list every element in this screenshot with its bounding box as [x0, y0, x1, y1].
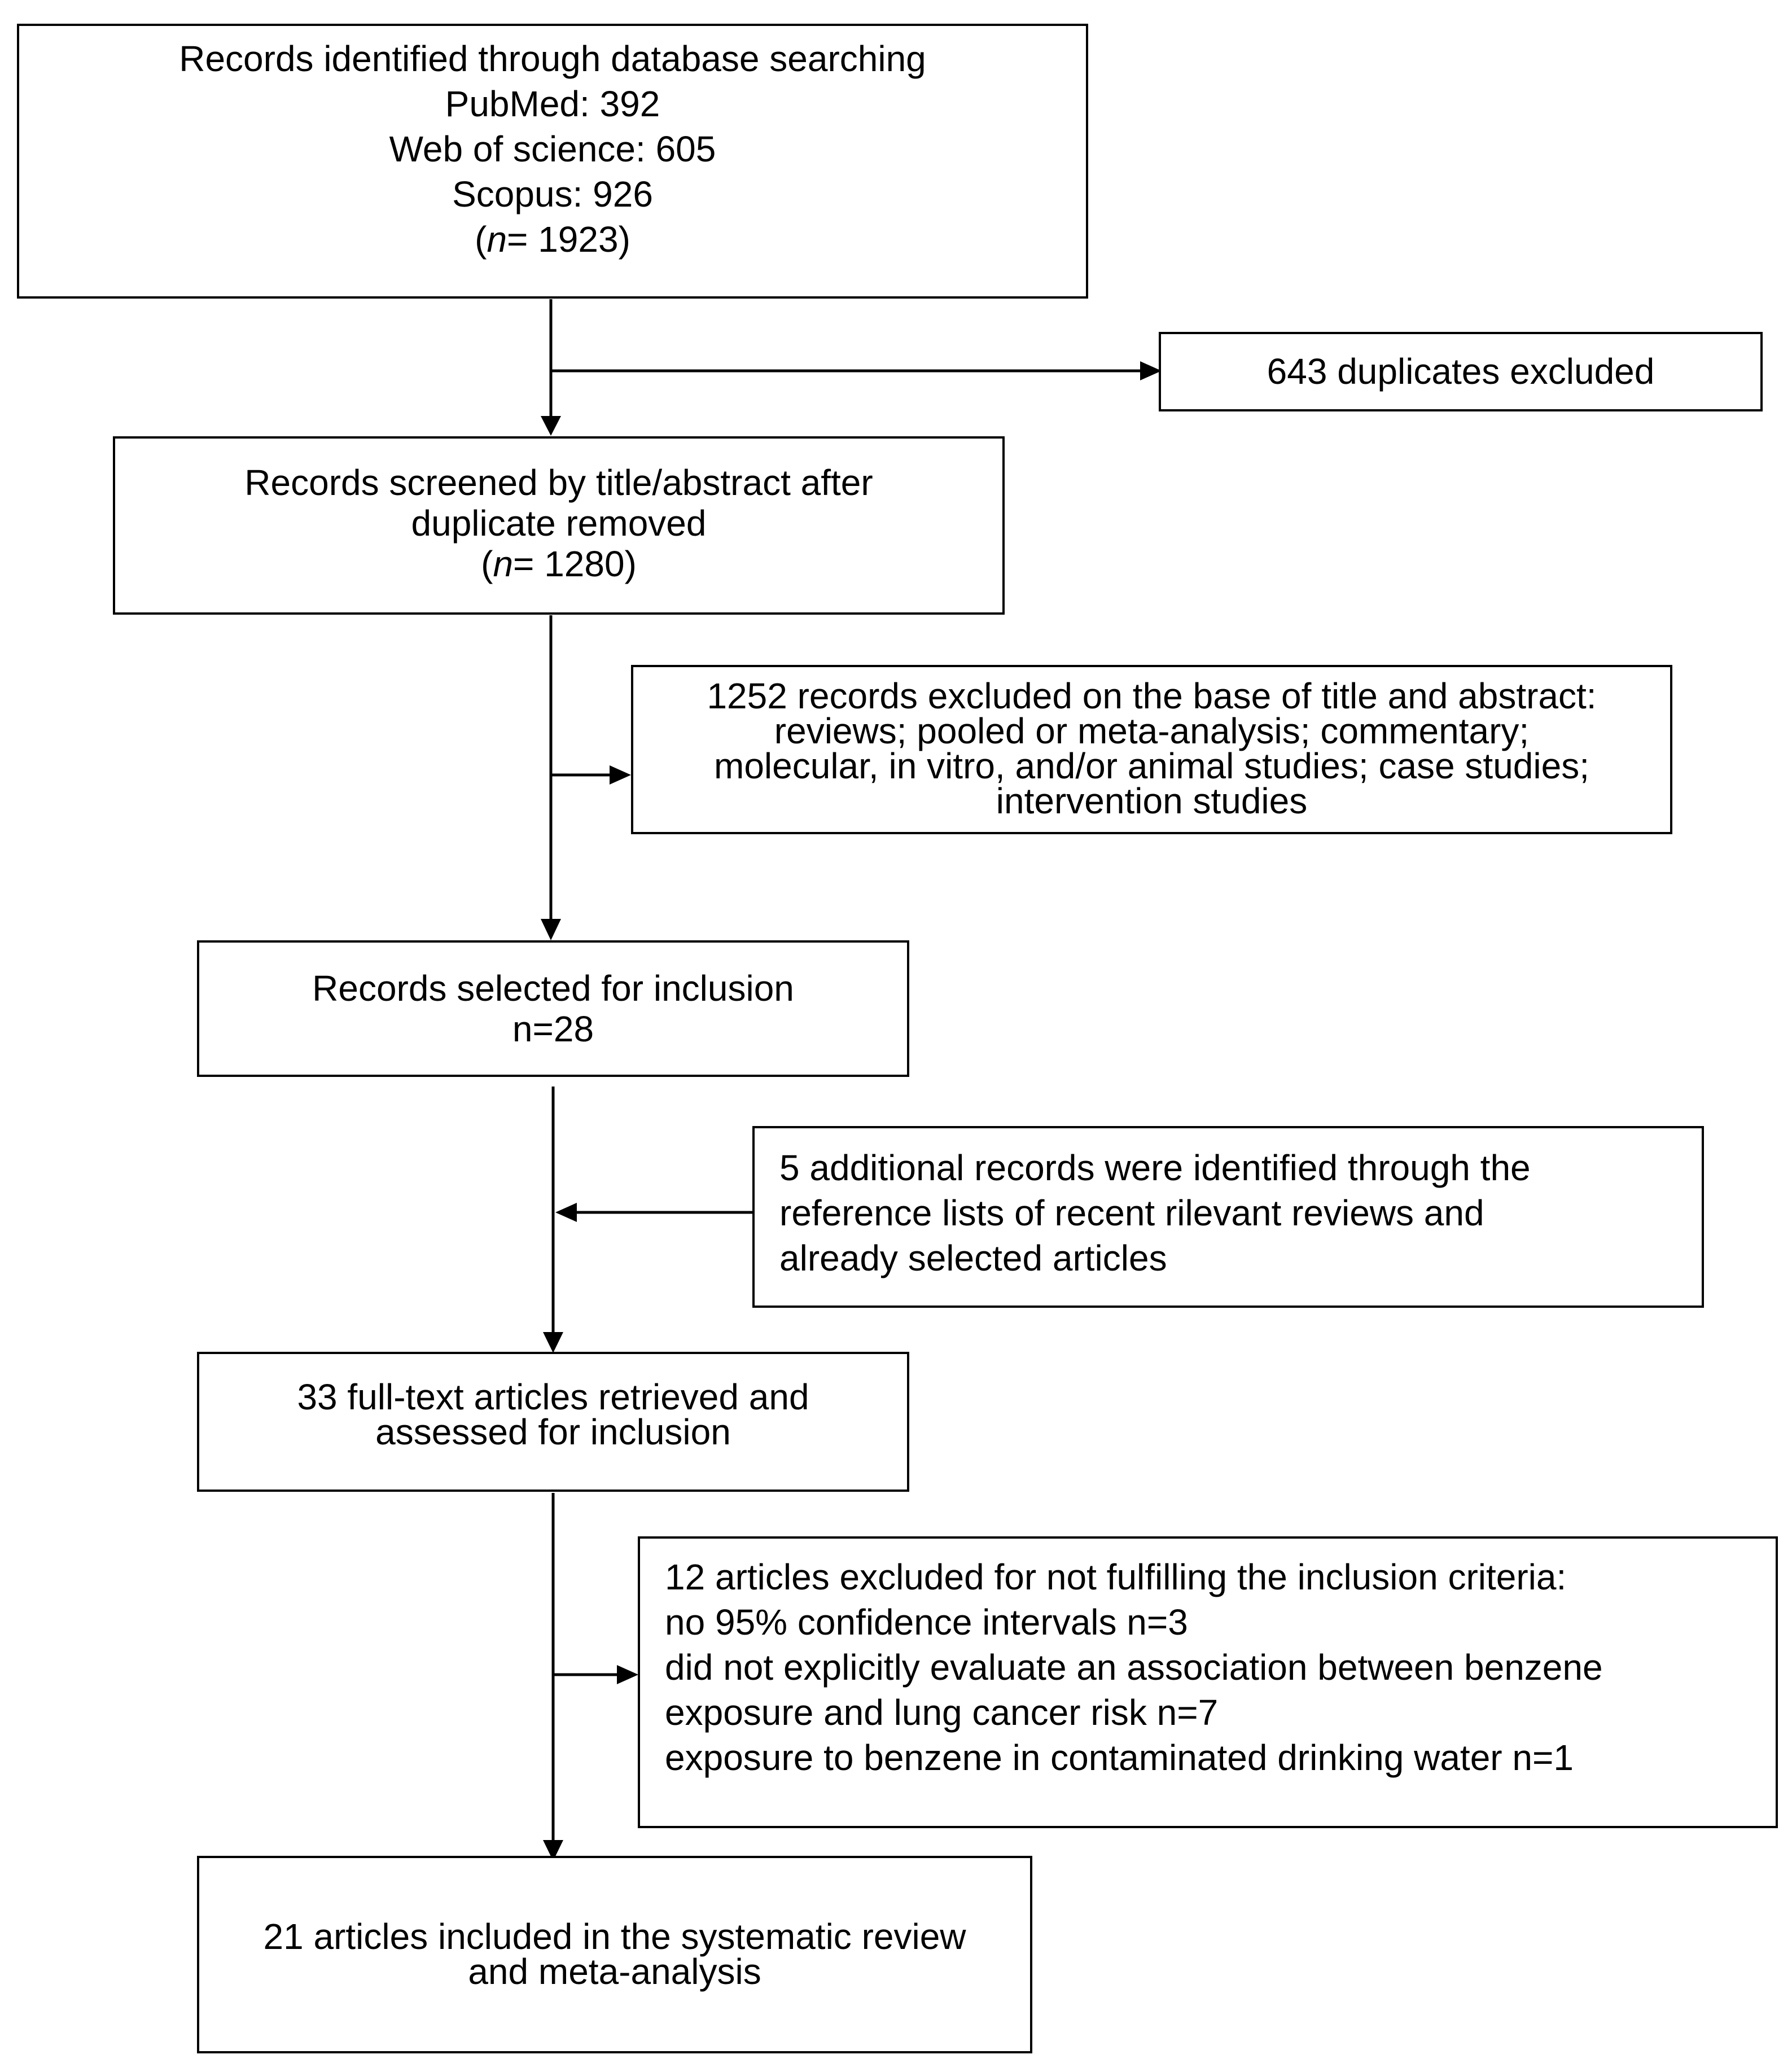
box-excluded-title-abstract: 1252 records excluded on the base of tit… — [631, 665, 1672, 834]
excluded-criteria-line-2: no 95% confidence intervals n=3 — [665, 1602, 1188, 1642]
arrowhead-duplicates — [1140, 361, 1162, 380]
identified-line-1: Records identified through database sear… — [179, 38, 926, 79]
arrowhead-excluded-abstract — [610, 765, 631, 785]
arrowhead-fulltext — [543, 1332, 563, 1353]
screened-line-1: Records screened by title/abstract after — [244, 462, 873, 503]
identified-count-prefix: ( — [475, 219, 487, 260]
identified-count-value: = 1923) — [507, 219, 630, 260]
screened-count: (n= 1280) — [115, 544, 1002, 584]
arrowhead-screened — [541, 416, 561, 436]
excluded-criteria-line-5: exposure to benzene in contaminated drin… — [665, 1737, 1574, 1778]
identified-line-2: PubMed: 392 — [445, 84, 660, 124]
box-duplicates-excluded: 643 duplicates excluded — [1159, 332, 1763, 411]
box-fulltext-assessed: 33 full-text articles retrieved and asse… — [197, 1352, 909, 1492]
identified-line-3: Web of science: 605 — [389, 129, 716, 169]
excluded-abstract-line-4: intervention studies — [996, 781, 1308, 821]
fulltext-line-1: 33 full-text articles retrieved and — [297, 1377, 809, 1417]
screened-count-value: = 1280) — [513, 544, 637, 584]
box-records-screened: Records screened by title/abstract after… — [113, 436, 1005, 615]
included-line-2: and meta-analysis — [468, 1951, 761, 1992]
excluded-abstract-line-1: 1252 records excluded on the base of tit… — [707, 676, 1597, 716]
box-articles-included: 21 articles included in the systematic r… — [197, 1856, 1032, 2053]
identified-line-4: Scopus: 926 — [452, 174, 653, 214]
identified-count-symbol: n — [487, 219, 507, 260]
excluded-criteria-line-3: did not explicitly evaluate an associati… — [665, 1647, 1603, 1688]
screened-line-2: duplicate removed — [411, 503, 707, 544]
excluded-criteria-line-4: exposure and lung cancer risk n=7 — [665, 1692, 1219, 1733]
box-records-identified: Records identified through database sear… — [17, 24, 1088, 299]
additional-line-2: reference lists of recent rilevant revie… — [779, 1193, 1484, 1233]
excluded-criteria-line-1: 12 articles excluded for not fulfilling … — [665, 1557, 1567, 1597]
included-line-1: 21 articles included in the systematic r… — [263, 1916, 966, 1957]
excluded-abstract-line-2: reviews; pooled or meta-analysis; commen… — [774, 711, 1530, 751]
box-records-selected: Records selected for inclusion n=28 — [197, 940, 909, 1077]
box-excluded-criteria: 12 articles excluded for not fulfilling … — [638, 1536, 1778, 1828]
excluded-abstract-line-3: molecular, in vitro, and/or animal studi… — [714, 746, 1589, 786]
arrowhead-included — [543, 1840, 563, 1861]
box-additional-records: 5 additional records were identified thr… — [752, 1126, 1704, 1308]
selected-line-1: Records selected for inclusion — [312, 968, 794, 1009]
fulltext-line-2: assessed for inclusion — [375, 1412, 731, 1452]
additional-line-1: 5 additional records were identified thr… — [779, 1147, 1531, 1188]
arrowhead-selected — [541, 919, 561, 940]
arrowhead-additional — [555, 1203, 577, 1222]
screened-count-prefix: ( — [481, 544, 493, 584]
arrowhead-excluded-criteria — [617, 1665, 638, 1684]
duplicates-text: 643 duplicates excluded — [1267, 351, 1655, 392]
selected-line-2: n=28 — [512, 1009, 594, 1049]
screened-count-symbol: n — [493, 544, 514, 584]
additional-line-3: already selected articles — [779, 1238, 1167, 1278]
identified-count: (n= 1923) — [19, 217, 1086, 262]
